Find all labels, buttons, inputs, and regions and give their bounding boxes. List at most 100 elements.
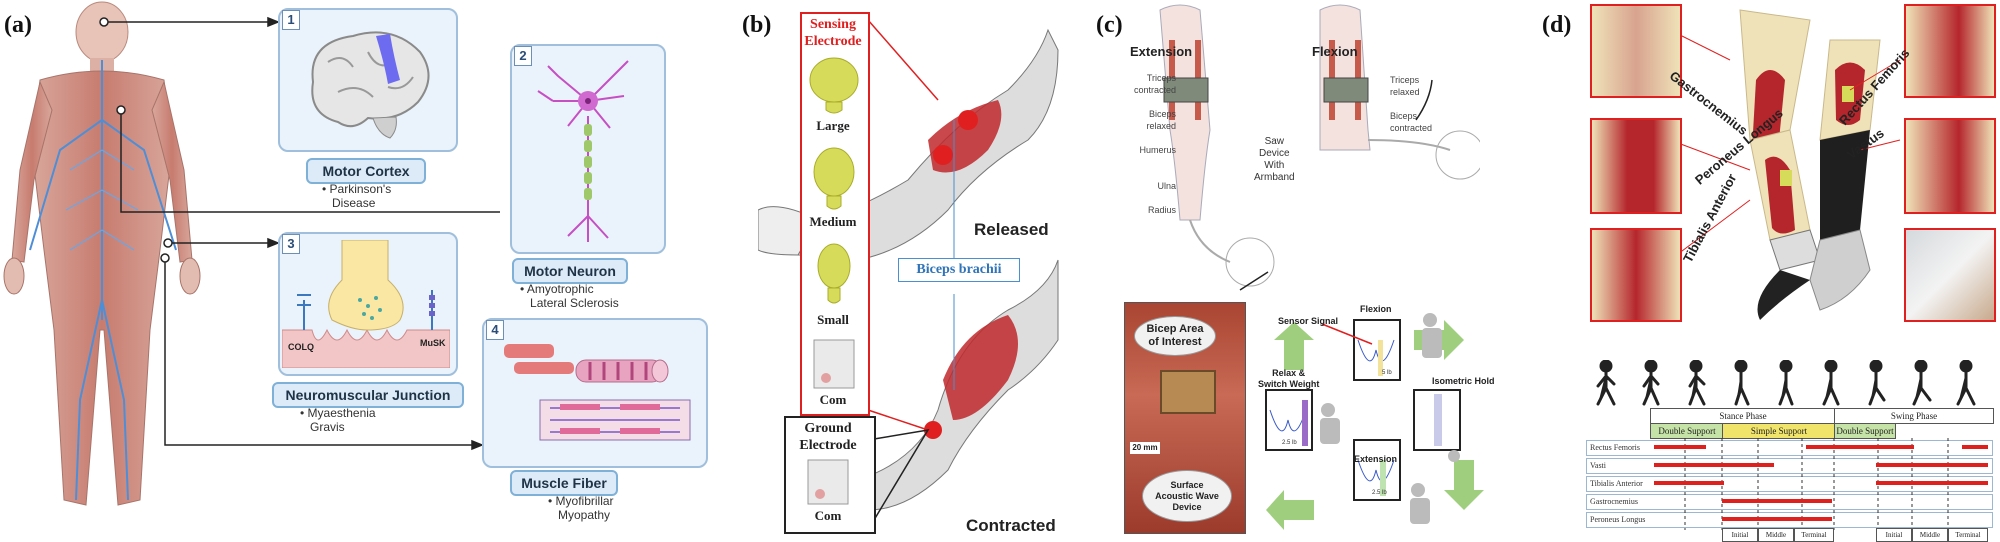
activation-bar [1962,445,1988,449]
label-text: relaxed [1390,87,1420,97]
bubble-line: of Interest [1148,336,1202,348]
brain-illustration [311,31,430,139]
isometric-hold-label: Isometric Hold [1432,376,1495,386]
double-support-1: Double Support [1650,423,1724,439]
activation-bar [1654,445,1706,449]
double-support-2: Double Support [1834,423,1896,439]
bubble-line: Surface [1170,480,1204,490]
scale-bar-label: 20 mm [1130,442,1160,454]
simple-support: Simple Support [1722,423,1836,439]
sensing-title-line: Electrode [804,34,862,49]
ground-title-line: Electrode [799,438,857,453]
inset-tibialis [1590,228,1682,322]
label-text: Biceps [1390,111,1418,121]
sensor-signal-label: Sensor Signal [1278,316,1339,326]
row-rectus-femoris: Rectus Femoris [1586,440,1993,456]
label-text: Humerus [1139,145,1176,155]
phase-dividers [1684,438,1949,530]
box-number-3: 3 [282,234,300,254]
label-text: Triceps [1146,73,1176,83]
bubble-line: Bicep Area [1146,323,1204,335]
label-text: contracted [1133,85,1176,95]
colq-label: COLQ [288,342,314,352]
relax-label: Relax &Switch Weight [1258,368,1319,390]
motor-cortex-bullet: • Parkinson's Disease [322,182,392,210]
label-text: contracted [1390,123,1433,133]
medium-electrode-icon [813,147,855,210]
weight-5lb: 5 lb [1382,370,1392,376]
row-tibialis-anterior: Tibialis Anterior [1586,476,1993,492]
activation-bar [1806,445,1914,449]
label-text: Ulna [1157,181,1176,191]
bullet-line: Parkinson's [329,182,392,196]
bullet-line: Myofibrillar [555,494,614,508]
contracted-label: Contracted [966,516,1056,535]
right-labels: Triceps relaxed Biceps contracted [1390,74,1432,134]
label-text: With [1264,160,1285,171]
panel-label-a: (a) [4,12,32,38]
label-text: Triceps [1390,75,1420,85]
muscle-fiber-bullet: • Myofibrillar Myopathy [548,494,614,522]
label-text: Radius [1147,205,1176,215]
medium-label: Medium [809,214,857,229]
box-number-1: 1 [282,10,300,30]
label-text: Switch Weight [1258,379,1320,389]
flexion-title: Flexion [1312,44,1358,59]
muscle-fiber-illustration [504,344,691,441]
inset-gastrocnemius [1590,4,1682,98]
label-text: Biceps [1148,109,1176,119]
leg-exoskeleton-illustration [1669,9,1901,320]
neuron-illustration [537,60,629,242]
arm-extension-flexion-diagram [1159,4,1480,291]
released-label: Released [974,220,1049,239]
inset-rectus-femoris [1904,4,1996,98]
sensing-title-line: Sensing [810,17,856,32]
label-text: Relax & [1272,368,1306,378]
ground-title-line: Ground [804,421,852,436]
large-electrode-icon [809,57,859,114]
bullet-line: Amyotrophic [526,282,594,296]
bubble-line: Device [1172,502,1202,512]
motor-cortex-caption: Motor Cortex [306,158,426,184]
muscle-fiber-caption: Muscle Fiber [510,470,618,496]
bullet-line: Gravis [310,420,345,434]
bullet-line: Disease [332,196,376,210]
weight-2p5lb: 2.5 lb [1372,490,1387,496]
nmj-illustration: COLQ MuSK [282,240,450,368]
musk-label: MuSK [420,338,446,348]
activation-bar [1876,481,1988,485]
weight-2p5lb: 2.5 lb [1282,440,1297,446]
left-labels: Triceps contracted Biceps relaxed Humeru… [1132,72,1176,216]
bullet-line: Myopathy [558,508,611,522]
panel-label-c: (c) [1096,12,1123,38]
exercise-cycle-diagram: 5 lb 2.5 lb 2.5 lb [1265,313,1484,530]
panel-label-d: (d) [1542,12,1572,38]
row-vasti: Vasti [1586,458,1993,474]
activation-bar [1722,499,1832,503]
extension-title: Extension [1130,44,1193,59]
ground-com-icon [807,459,849,505]
activation-bar [1876,463,1988,467]
box-number-4: 4 [486,320,504,340]
panel-a-connectors [99,16,500,451]
com-electrode-icon [813,339,855,389]
saw-chip [1160,370,1216,414]
swing-phase: Swing Phase [1834,408,1994,424]
device-label: Saw Device With Armband [1254,136,1295,184]
nmj-caption: Neuromuscular Junction [272,382,464,408]
nmj-bullet: • Myaesthenia Gravis [300,406,376,434]
label-text: relaxed [1146,121,1176,131]
bullet-line: Lateral Sclerosis [530,296,619,310]
panel-label-b: (b) [742,12,772,38]
motor-neuron-caption: Motor Neuron [512,258,628,284]
flexion-small-label: Flexion [1360,304,1392,314]
small-label: Small [817,312,849,327]
motor-neuron-bullet: • Amyotrophic Lateral Sclerosis [520,282,619,310]
bubble-line: Acoustic Wave [1155,491,1219,501]
inset-peroneus [1590,118,1682,214]
ground-com-label: Com [814,508,842,523]
small-electrode-icon [817,243,851,304]
